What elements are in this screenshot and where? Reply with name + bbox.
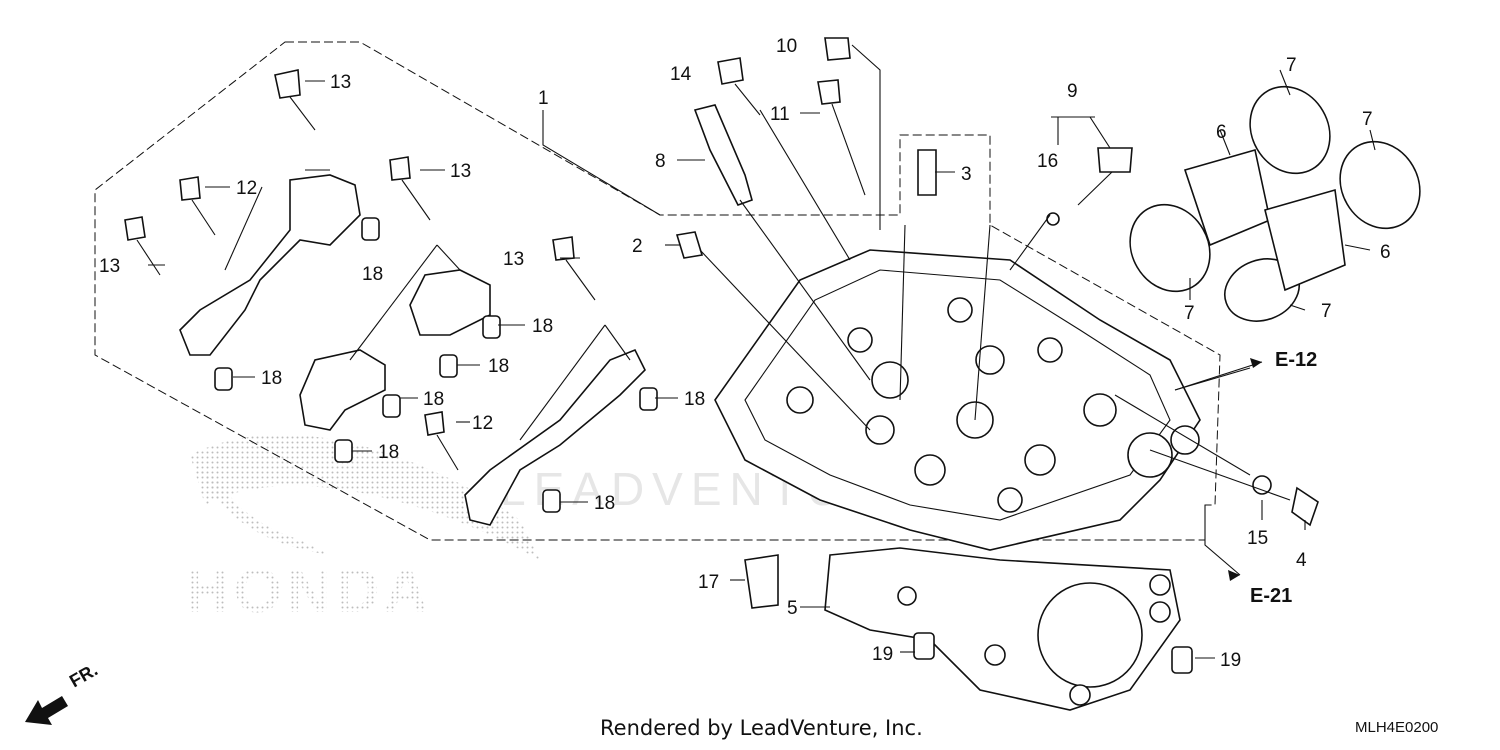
callout-18-d: 18: [488, 356, 509, 377]
callout-12-b: 12: [472, 413, 493, 434]
callout-7-c: 7: [1184, 303, 1195, 324]
callout-14: 14: [670, 64, 692, 85]
group-outline: [94, 41, 1221, 541]
callout-11: 11: [770, 104, 790, 125]
callout-13-c: 13: [99, 256, 120, 277]
callout-19-a: 19: [872, 644, 893, 665]
callout-4: 4: [1296, 550, 1307, 571]
callout-18-b: 18: [261, 368, 282, 389]
callout-10: 10: [776, 36, 797, 57]
callout-17: 17: [698, 572, 719, 593]
honda-watermark: HONDA: [185, 434, 540, 626]
dowel-pins: [214, 217, 1193, 674]
callout-18-a: 18: [362, 264, 383, 285]
arrow-icon: [1228, 570, 1240, 581]
arrow-icon: [1250, 358, 1262, 368]
callout-6-b: 6: [1380, 242, 1391, 263]
ref-e12[interactable]: E-12: [1275, 349, 1317, 371]
section-references: E-12 E-21: [1174, 349, 1317, 607]
callout-7-d: 7: [1321, 301, 1332, 322]
callout-7-b: 7: [1362, 109, 1373, 130]
callout-3: 3: [961, 164, 972, 185]
callout-15: 15: [1247, 528, 1268, 549]
callout-2: 2: [632, 236, 643, 257]
head-gasket: [824, 547, 1181, 711]
callout-18-f: 18: [378, 442, 399, 463]
footer-credit: Rendered by LeadVenture, Inc.: [600, 716, 923, 740]
callout-9: 9: [1067, 81, 1078, 102]
callout-18-e: 18: [423, 389, 444, 410]
camshaft-holders: [179, 174, 646, 526]
callout-7-a: 7: [1286, 55, 1297, 76]
callout-12-a: 12: [236, 178, 257, 199]
callout-13-a: 13: [330, 72, 351, 93]
intake-joints: [1129, 85, 1421, 322]
bolts: [124, 37, 1319, 609]
callout-18-h: 18: [594, 493, 615, 514]
callout-1: 1: [538, 88, 549, 109]
callout-13-d: 13: [503, 249, 524, 270]
honda-watermark-text: HONDA: [185, 557, 432, 626]
callout-18-g: 18: [684, 389, 705, 410]
diagram-code: MLH4E0200: [1355, 719, 1439, 736]
ref-e21[interactable]: E-21: [1250, 585, 1292, 607]
callout-6-a: 6: [1216, 122, 1227, 143]
callout-8: 8: [655, 151, 666, 172]
callout-19-b: 19: [1220, 650, 1241, 671]
cylinder-head: [714, 249, 1201, 551]
callout-5: 5: [787, 598, 798, 619]
callout-18-c: 18: [532, 316, 553, 337]
callout-16: 16: [1037, 151, 1058, 172]
callout-labels: 1 2 3 4 5 6 6 7 7 7 7 8 9 10 11 12 12 13…: [99, 36, 1391, 671]
callout-13-b: 13: [450, 161, 471, 182]
front-direction-arrow-icon: [25, 696, 68, 725]
